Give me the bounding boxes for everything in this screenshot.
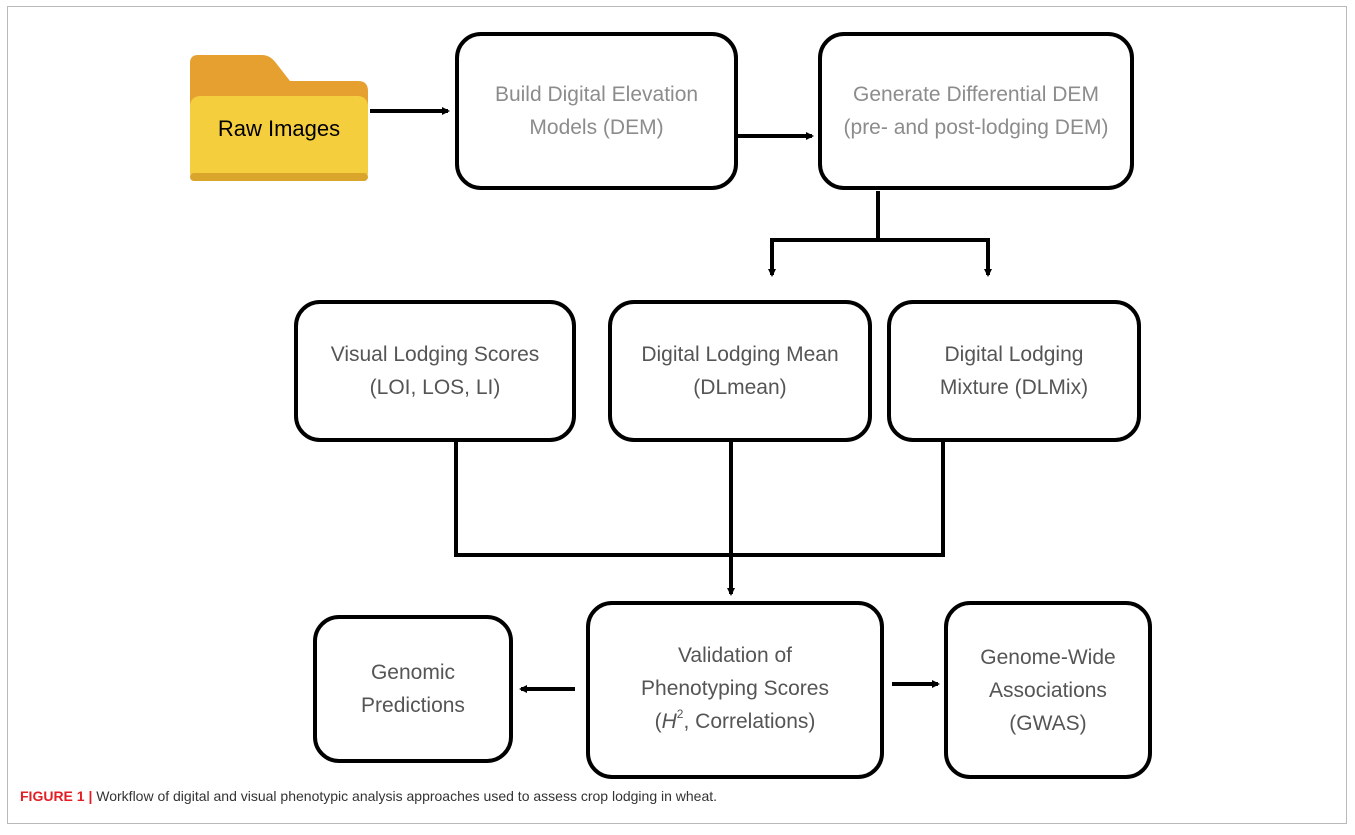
node-validation-line3: (H2, Correlations) [641,705,829,741]
node-build-dem: Build Digital Elevation Models (DEM) [455,32,738,190]
validation-rest: , Correlations) [683,710,816,733]
node-build-dem-line1: Build Digital Elevation [494,83,699,106]
node-differential-dem: Generate Differential DEM (pre- and post… [818,32,1134,190]
node-digital-lodging-mixture: Digital Lodging Mixture (DLMix) [887,300,1141,442]
node-visual-line2: (LOI, LOS, LI) [369,376,501,399]
node-validation-line1: Validation of [677,644,793,667]
node-gwas-line1: Genome-Wide [980,645,1116,669]
folder-icon [190,55,368,181]
node-dlmix-line1: Digital Lodging [944,343,1084,366]
node-gwas: Genome-Wide Associations (GWAS) [944,601,1152,779]
caption-label: FIGURE 1 | [20,788,93,804]
node-genomic-line2: Predictions [361,694,465,717]
node-differential-dem-line2: (pre- and post-lodging DEM) [843,116,1109,139]
node-gwas-line2: Associations [989,678,1107,702]
node-visual-line1: Visual Lodging Scores [330,343,540,366]
node-visual-lodging-scores: Visual Lodging Scores (LOI, LOS, LI) [294,300,576,442]
node-dlmix-line2: Mixture (DLMix) [939,376,1089,399]
node-validation-line2: Phenotyping Scores [641,677,829,700]
node-dlmean-line1: Digital Lodging Mean [641,343,839,366]
folder-label: Raw Images [217,116,341,141]
figure-caption: FIGURE 1 | Workflow of digital and visua… [20,788,717,804]
validation-paren: ( [654,710,662,733]
node-differential-dem-line1: Generate Differential DEM [853,83,1099,106]
node-genomic-predictions: Genomic Predictions [313,615,513,763]
validation-h: H [661,710,677,733]
node-digital-lodging-mean: Digital Lodging Mean (DLmean) [608,300,872,442]
node-gwas-line3: (GWAS) [1009,711,1087,735]
node-validation: Validation of Phenotyping Scores (H2, Co… [586,601,884,779]
caption-text: Workflow of digital and visual phenotypi… [92,788,718,804]
node-build-dem-line2: Models (DEM) [529,116,664,139]
node-genomic-line1: Genomic [370,661,455,684]
node-dlmean-line2: (DLmean) [693,376,787,399]
validation-sup: 2 [676,707,684,721]
figure-frame [7,6,1347,824]
